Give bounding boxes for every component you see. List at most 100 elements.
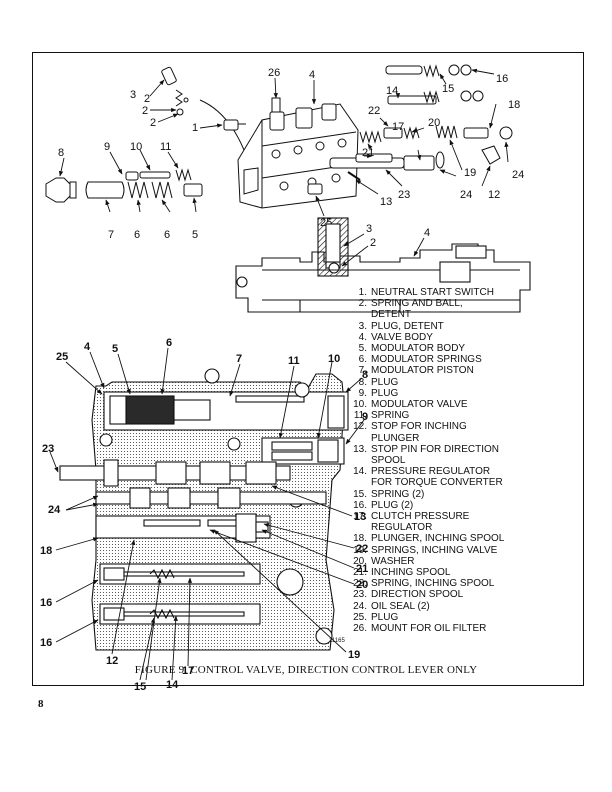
legend-number: 23. xyxy=(353,589,367,601)
legend-item: 22.SPRING, INCHING SPOOL xyxy=(345,578,505,589)
legend-text: SPRINGS, INCHING VALVE xyxy=(371,544,498,556)
legend-number: 26. xyxy=(353,623,367,635)
sectional-view xyxy=(59,368,349,651)
detent-side-view xyxy=(235,217,531,313)
callout-20: 20 xyxy=(428,117,440,129)
page-number: 8 xyxy=(38,698,44,710)
legend-item: 3. PLUG, DETENT xyxy=(345,321,505,332)
section-callout-16a: 16 xyxy=(40,597,52,609)
section-callout-25: 25 xyxy=(56,351,68,363)
legend-number: 14. xyxy=(353,466,367,478)
sectional-callouts xyxy=(49,347,365,681)
legend-item: 20. WASHER xyxy=(345,556,505,567)
legend-text: MODULATOR PISTON xyxy=(371,365,474,377)
section-callout-18: 18 xyxy=(40,545,52,557)
legend-item: 11.SPRING xyxy=(345,410,505,421)
section-callout-8: 8 xyxy=(362,369,368,381)
legend-number: 7. xyxy=(358,365,367,377)
legend-item: 9.PLUG xyxy=(345,388,505,399)
callout-9: 9 xyxy=(104,141,110,153)
legend-text: PLUG xyxy=(371,611,399,623)
legend-text: SPRING AND BALL, DETENT xyxy=(371,298,463,321)
figure-frame xyxy=(32,52,584,686)
legend-number: 20. xyxy=(353,555,367,567)
legend-number: 25. xyxy=(353,611,367,623)
legend-text: OIL SEAL (2) xyxy=(371,600,430,612)
section-callout-12: 12 xyxy=(106,655,118,667)
callout-3: 3 xyxy=(130,89,136,101)
exploded-callouts xyxy=(58,68,509,217)
legend-number: 3. xyxy=(358,320,367,332)
callout-6b: 6 xyxy=(134,229,140,241)
legend-number: 15. xyxy=(353,488,367,500)
legend-item: 12.STOP FOR INCHING PLUNGER xyxy=(345,421,505,443)
callout-10: 10 xyxy=(130,141,142,153)
callout-8: 8 xyxy=(58,147,64,159)
legend-number: 2. xyxy=(358,298,367,310)
legend-number: 21. xyxy=(353,567,367,579)
legend-number: 8. xyxy=(358,376,367,388)
section-callout-16b: 16 xyxy=(40,637,52,649)
legend-number: 10. xyxy=(353,399,367,411)
legend-item: 23. DIRECTION SPOOL xyxy=(345,589,505,600)
legend-text: STOP PIN FOR DIRECTION SPOOL xyxy=(371,443,499,467)
callout-4: 4 xyxy=(309,69,315,81)
callout-18: 18 xyxy=(508,99,520,111)
legend-text: SPRING, INCHING SPOOL xyxy=(371,578,495,590)
callout-26: 26 xyxy=(268,67,280,79)
legend-text: MODULATOR BODY xyxy=(371,343,466,355)
legend-item: 16.PLUG (2) xyxy=(345,500,505,511)
legend-text: SPRING (2) xyxy=(371,488,425,500)
legend-item: 8. PLUG xyxy=(345,377,505,388)
legend-item: 26.MOUNT FOR OIL FILTER xyxy=(345,623,505,634)
legend-item: 21. INCHING SPOOL xyxy=(345,567,505,578)
callout-2a: 2 xyxy=(142,105,148,117)
callout-16: 16 xyxy=(496,73,508,85)
legend-item: 14.PRESSURE REGULATOR FOR TORQUE CONVERT… xyxy=(345,466,505,488)
legend-number: 18. xyxy=(353,533,367,545)
section-callout-20: 20 xyxy=(356,579,368,591)
callout-22: 22 xyxy=(368,105,380,117)
legend-number: 1. xyxy=(358,287,367,298)
callout-21: 21 xyxy=(362,147,374,159)
section-callout-4: 4 xyxy=(84,341,91,353)
legend-text: PLUG, DETENT xyxy=(371,320,444,332)
legend-text: NEUTRAL START SWITCH xyxy=(371,287,494,298)
section-callout-17: 17 xyxy=(182,665,194,677)
callout-5: 5 xyxy=(192,229,198,241)
legend-text: MODULATOR SPRINGS xyxy=(371,354,482,366)
callout-7: 7 xyxy=(108,229,114,241)
legend-text: VALVE BODY xyxy=(371,331,433,343)
legend-number: 12. xyxy=(353,421,367,433)
legend-text: WASHER xyxy=(371,555,415,567)
callout-19: 19 xyxy=(464,167,476,179)
legend-item: 19.SPRINGS, INCHING VALVE xyxy=(345,545,505,556)
detail-callout-4: 4 xyxy=(424,227,430,239)
legend-text: PLUG xyxy=(371,376,399,388)
legend-text: MODULATOR VALVE xyxy=(371,399,468,411)
section-callout-7: 7 xyxy=(236,353,242,365)
callout-23: 23 xyxy=(398,189,410,201)
legend-text: SPRING xyxy=(371,410,410,422)
legend-number: 4. xyxy=(358,331,367,343)
legend-item: 13.STOP PIN FOR DIRECTION SPOOL xyxy=(345,444,505,466)
exploded-callout-labels: 1 2 2 2 3 4 26 5 6 6 7 8 9 10 11 13 25 2… xyxy=(58,67,524,241)
drawing-number: 11165 xyxy=(329,638,345,644)
legend-number: 16. xyxy=(353,499,367,511)
legend-item: 15. SPRING (2) xyxy=(345,489,505,500)
legend-text: INCHING SPOOL xyxy=(371,567,451,579)
legend-item: 2. SPRING AND BALL, DETENT xyxy=(345,298,505,320)
legend-number: 9. xyxy=(358,387,367,399)
section-callout-5: 5 xyxy=(112,343,118,355)
legend-text: DIRECTION SPOOL xyxy=(371,589,464,601)
callout-2c: 2 xyxy=(144,93,150,105)
section-callout-6: 6 xyxy=(166,337,172,349)
callout-11: 11 xyxy=(160,141,171,153)
section-callout-21: 21 xyxy=(356,563,368,575)
legend-item: 7. MODULATOR PISTON xyxy=(345,365,505,376)
callout-15: 15 xyxy=(442,83,454,95)
detail-callout-2: 2 xyxy=(370,237,376,249)
legend-item: 6.MODULATOR SPRINGS xyxy=(345,354,505,365)
callout-12: 12 xyxy=(488,189,500,201)
